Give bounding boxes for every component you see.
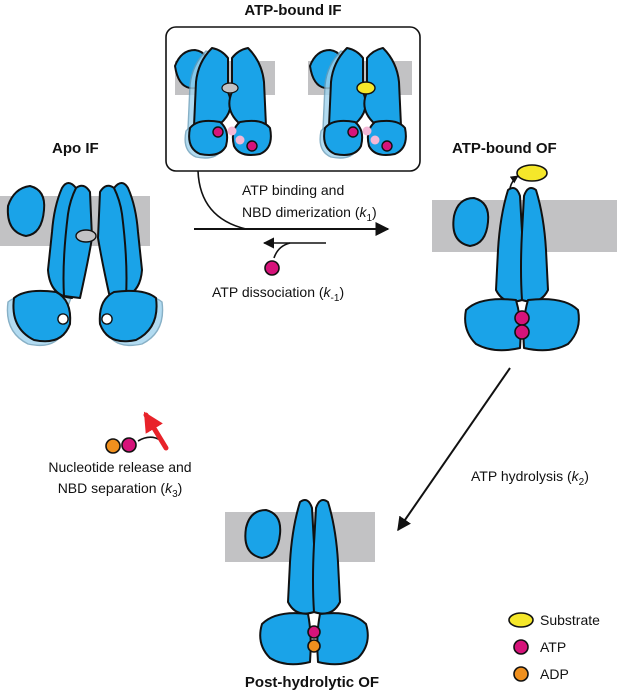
released-atp-icon xyxy=(121,437,137,453)
atp-bound-of-title: ATP-bound OF xyxy=(452,140,557,157)
atp-bound-if-title: ATP-bound IF xyxy=(244,2,342,19)
apo-if-title: Apo IF xyxy=(52,140,99,157)
nucleotide-release-arrow xyxy=(143,411,169,451)
atp-bound-if-protein-right xyxy=(308,47,412,159)
atp-bound-of-protein xyxy=(432,187,617,352)
post-hydrolytic-of-title: Post-hydrolytic OF xyxy=(244,674,380,691)
legend-adp-label: ADP xyxy=(540,666,569,682)
apo-if-protein xyxy=(0,182,164,347)
dissociated-atp-icon xyxy=(264,260,280,276)
substrate-icon xyxy=(356,81,376,95)
released-adp-icon xyxy=(105,438,121,454)
release-label-line1: Nucleotide release and xyxy=(48,459,192,475)
hydrolysis-label: ATP hydrolysis (k2) xyxy=(471,468,589,488)
binding-label-line2: NBD dimerization (k1) xyxy=(242,204,377,224)
if-box-connector xyxy=(197,170,247,230)
legend-substrate-label: Substrate xyxy=(540,612,600,628)
hydrolysis-arrow xyxy=(397,367,511,532)
dissociation-label: ATP dissociation (k-1) xyxy=(212,284,345,304)
substrate-release-arrow xyxy=(509,175,519,189)
legend-substrate-icon xyxy=(508,612,534,628)
atp-bound-if-protein-left xyxy=(174,47,275,159)
released-substrate-icon xyxy=(516,164,548,182)
dissociation-release-curve xyxy=(273,242,291,259)
post-hydrolytic-of-protein xyxy=(225,499,375,666)
release-label-line2: NBD separation (k3) xyxy=(57,480,183,500)
legend-atp-icon xyxy=(513,639,529,655)
legend-adp-icon xyxy=(513,666,529,682)
nucleotide-release-curve xyxy=(137,436,161,442)
legend-atp-label: ATP xyxy=(540,639,567,655)
atp-bound-if-box xyxy=(165,26,421,172)
binding-label-line1: ATP binding and xyxy=(242,182,345,198)
